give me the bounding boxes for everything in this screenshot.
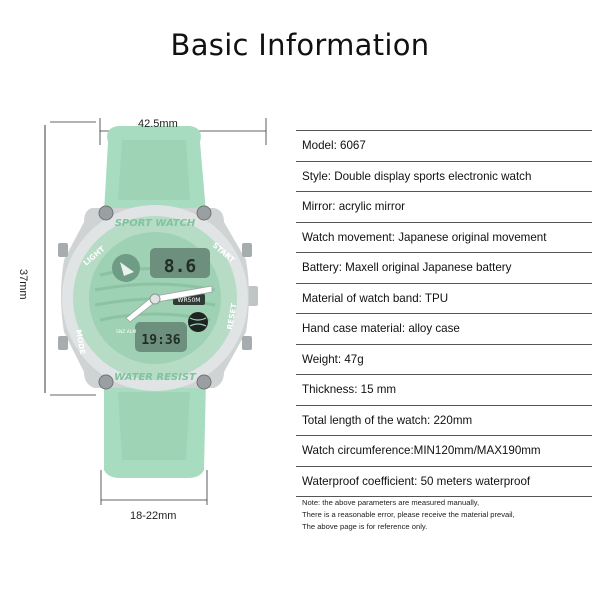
subdial-pointer xyxy=(120,262,134,276)
crown xyxy=(248,286,258,306)
spec-battery: Battery: Maxell original Japanese batter… xyxy=(296,253,592,284)
spec-mirror: Mirror: acrylic mirror xyxy=(296,192,592,223)
strap-bottom-groove xyxy=(118,392,190,460)
hands-pivot xyxy=(149,293,161,305)
bottom-digital-window xyxy=(135,322,187,352)
spec-band-material: Material of watch band: TPU xyxy=(296,284,592,314)
ring-text-top: SPORT WATCH xyxy=(115,218,196,229)
ring-text-bottom: WATER RESIST xyxy=(114,372,197,383)
note-line: Note: the above parameters are measured … xyxy=(302,498,480,507)
spec-circumference: Watch circumference:MIN120mm/MAX190mm xyxy=(296,436,592,467)
logo-ball-lines xyxy=(189,317,207,327)
strap-top-groove xyxy=(118,140,190,200)
ring-text-mode: MODE xyxy=(74,329,87,355)
spec-waterproof: Waterproof coefficient: 50 meters waterp… xyxy=(296,467,592,497)
note-line: There is a reasonable error, please rece… xyxy=(302,510,515,519)
side-buttons xyxy=(58,243,252,350)
spec-thickness: Thickness: 15 mm xyxy=(296,375,592,406)
disclaimer-note: Note: the above parameters are measured … xyxy=(302,497,592,533)
spec-case-material: Hand case material: alloy case xyxy=(296,314,592,345)
height-dimension: 37mm xyxy=(17,269,29,300)
spec-style: Style: Double display sports electronic … xyxy=(296,162,592,192)
page-title: Basic Information xyxy=(170,28,430,62)
spec-movement: Watch movement: Japanese original moveme… xyxy=(296,223,592,253)
spec-weight: Weight: 47g xyxy=(296,345,592,375)
case-screws xyxy=(98,205,212,390)
note-line: The above page is for reference only. xyxy=(302,522,428,531)
spec-list: Model: 6067 Style: Double display sports… xyxy=(296,130,592,497)
top-digital-readout: 8.6 xyxy=(164,256,197,277)
width-dimension: 42.5mm xyxy=(138,118,178,130)
logo-ball xyxy=(188,312,208,332)
mini-labels: SNZ ALM xyxy=(116,329,136,335)
bottom-digital-readout: 19:36 xyxy=(141,333,180,348)
top-digital-window xyxy=(150,248,210,278)
spec-total-length: Total length of the watch: 220mm xyxy=(296,406,592,436)
strap-width-dimension: 18-22mm xyxy=(130,510,177,522)
spec-model: Model: 6067 xyxy=(296,130,592,162)
wr-badge-text: WR50M xyxy=(178,297,201,304)
